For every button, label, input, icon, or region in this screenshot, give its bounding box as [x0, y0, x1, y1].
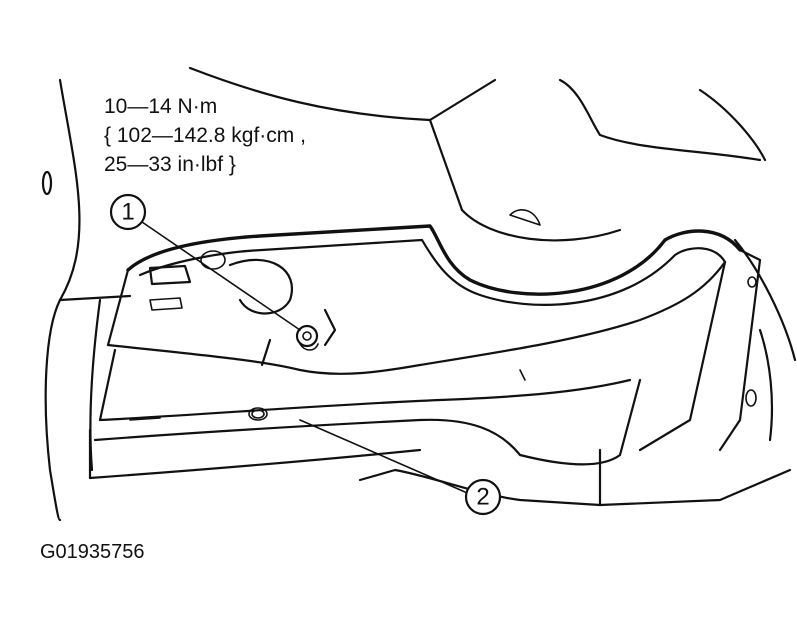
callout-2-label: 2 — [476, 484, 489, 511]
bolt-1 — [295, 324, 319, 351]
torque-spec-line-1: 10—14 N·m — [104, 95, 218, 118]
upper-body-panel — [188, 66, 767, 242]
callout-1-label: 1 — [121, 199, 134, 226]
leader-line-1 — [141, 221, 301, 331]
torque-spec-line-3: 25—33 in·lbf } — [104, 153, 236, 176]
callout-1: 1 — [109, 193, 147, 231]
callout-2: 2 — [464, 478, 502, 516]
leader-line-2 — [299, 419, 466, 493]
torque-specification: 10—14 N·m { 102—142.8 kgf·cm , 25—33 in·lb… — [104, 92, 306, 179]
torque-spec-line-2: { 102—142.8 kgf·cm , — [104, 124, 306, 147]
frame-rail — [88, 224, 792, 507]
body-panel-right — [733, 238, 797, 442]
figure-id: G01935756 — [40, 541, 145, 563]
bolt-2 — [251, 409, 265, 419]
